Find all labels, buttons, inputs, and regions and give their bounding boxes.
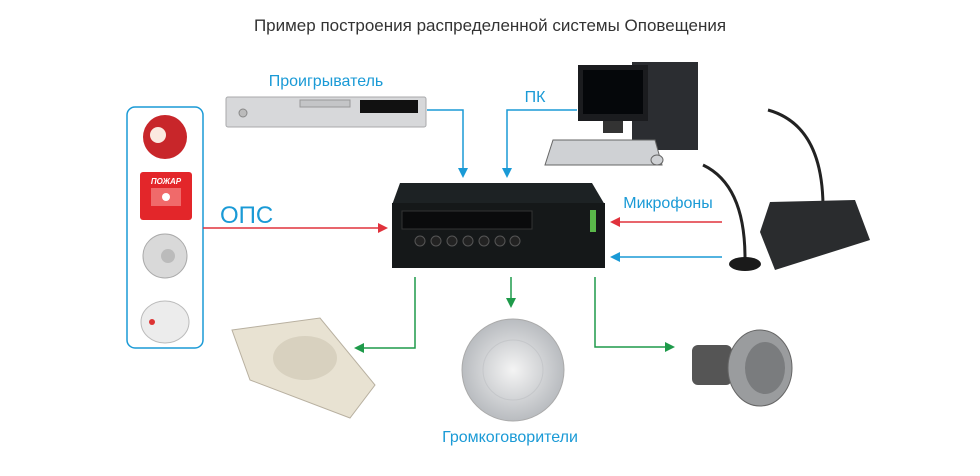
horn-speaker-arrow bbox=[594, 277, 675, 352]
cd-player-icon bbox=[225, 96, 427, 128]
smoke-detector-icon bbox=[140, 300, 190, 344]
svg-text:ПОЖАР: ПОЖАР bbox=[151, 177, 182, 186]
microphone-console-icon bbox=[760, 108, 870, 270]
microphones-label: Микрофоны bbox=[623, 195, 712, 212]
amplifier-icon bbox=[392, 183, 605, 268]
heat-detector-icon bbox=[142, 233, 188, 279]
speakers-label: Громкоговорители bbox=[442, 429, 578, 446]
ops-label: ОПС bbox=[220, 202, 273, 229]
player-label: Проигрыватель bbox=[269, 73, 384, 90]
gooseneck-microphone-icon bbox=[702, 163, 761, 271]
wall-speaker-arrow bbox=[354, 277, 416, 353]
fire-sensors-group: ПОЖАР bbox=[126, 106, 204, 349]
wall-speaker-icon bbox=[231, 317, 376, 419]
horn-speaker-icon bbox=[692, 329, 793, 407]
fire-siren-icon bbox=[143, 115, 187, 159]
computer-icon bbox=[544, 62, 698, 166]
pc-label: ПК bbox=[525, 89, 547, 106]
ceiling-speaker-icon bbox=[461, 318, 565, 422]
fire-call-point-icon: ПОЖАР bbox=[140, 172, 192, 220]
player-arrow bbox=[427, 109, 468, 178]
pc-arrow bbox=[502, 109, 577, 178]
diagram-title: Пример построения распределенной системы… bbox=[254, 16, 726, 35]
